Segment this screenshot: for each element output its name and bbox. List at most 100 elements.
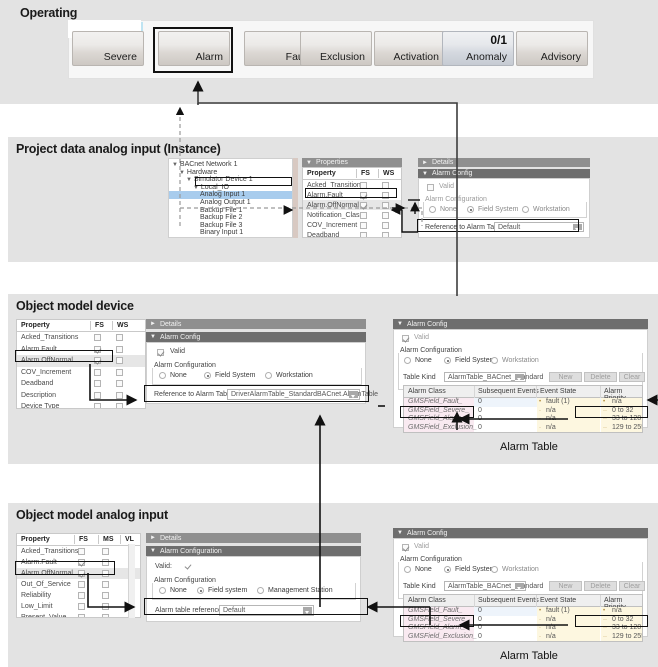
property-row[interactable]: Deadband [17, 378, 145, 390]
property-checkbox[interactable] [382, 212, 389, 219]
chevron-down-icon[interactable] [515, 583, 524, 590]
tree-item[interactable]: ▼ BACnet Network 1 [172, 161, 238, 168]
status-button-activation[interactable]: Activation [374, 31, 446, 66]
property-row[interactable]: Alarm.Fault [17, 557, 140, 568]
property-checkbox[interactable] [382, 232, 389, 237]
property-checkbox[interactable] [360, 202, 367, 209]
property-checkbox[interactable] [116, 391, 123, 399]
property-checkbox[interactable] [116, 380, 123, 387]
property-row[interactable]: Deadband [303, 230, 401, 237]
device-table-radio-workstation[interactable] [491, 357, 498, 364]
property-checkbox[interactable] [78, 548, 85, 555]
tree-expand-icon[interactable]: ▼ [186, 177, 192, 184]
property-checkbox[interactable] [116, 403, 123, 408]
property-checkbox[interactable] [78, 592, 85, 599]
property-checkbox[interactable] [78, 614, 85, 617]
property-row[interactable]: Out_Of_Service [17, 579, 140, 590]
analog-table-valid-checkbox[interactable] [402, 544, 409, 551]
analog-radio-none[interactable] [159, 587, 166, 594]
tree-expand-icon[interactable]: ▼ [179, 169, 185, 176]
property-row[interactable]: Low_Limit [17, 601, 140, 612]
property-row[interactable]: Present_Value [17, 612, 140, 617]
radio-none[interactable] [429, 206, 436, 213]
device-table-valid-checkbox[interactable] [402, 335, 409, 342]
property-row[interactable]: Acked_Transitions [17, 332, 145, 344]
property-row[interactable]: Acked_Transitions [17, 546, 140, 557]
status-button-severe[interactable]: Severe [72, 31, 144, 66]
alarm-table-row[interactable] [404, 607, 642, 616]
device-alarm-config-header[interactable]: ▼ Alarm Config [146, 332, 366, 342]
tree-scrollbar[interactable] [293, 158, 298, 238]
property-checkbox[interactable] [94, 345, 101, 353]
tree-item[interactable]: ▼ Simulator Device 1 [186, 176, 253, 184]
property-checkbox[interactable] [102, 581, 109, 588]
chevron-down-icon[interactable] [303, 607, 312, 614]
device-radio-field-system[interactable] [204, 372, 211, 379]
property-checkbox[interactable] [102, 559, 109, 566]
status-button-advisory[interactable]: Advisory [516, 31, 588, 66]
property-row[interactable]: Reliability [17, 590, 140, 601]
property-checkbox[interactable] [94, 334, 101, 341]
tree-item[interactable]: Analog Input 1 [200, 191, 246, 199]
property-checkbox[interactable] [360, 232, 367, 237]
alarm-table-row[interactable] [404, 406, 642, 416]
chevron-down-icon[interactable] [573, 224, 582, 231]
radio-field-system[interactable] [467, 206, 474, 213]
analog-delete-button[interactable]: Delete [584, 581, 617, 591]
property-checkbox[interactable] [94, 380, 101, 387]
device-table-radio-field-system[interactable] [444, 357, 451, 364]
analog-reference-combo[interactable]: Default [219, 605, 314, 616]
property-row[interactable]: COV_Increment [17, 367, 145, 379]
tree-item[interactable]: Backup File 1 [200, 206, 243, 214]
alarm-config-header[interactable]: ▼ Alarm Config [418, 169, 590, 178]
analog-radio-management-station[interactable] [257, 587, 264, 594]
device-clear-button[interactable]: Clear [619, 372, 645, 382]
alarm-table-row[interactable] [404, 615, 642, 625]
details-header[interactable]: ► Details [418, 158, 590, 167]
property-checkbox[interactable] [94, 391, 101, 399]
analog-radio-field-system[interactable] [197, 587, 204, 594]
valid-checkbox[interactable] [427, 184, 434, 191]
analog-valid-checkbox[interactable] [185, 563, 192, 570]
tree-item[interactable]: Analog Output 1 [200, 199, 251, 206]
property-checkbox[interactable] [94, 403, 101, 408]
device-table-kind-combo[interactable]: AlarmTable_BACnet_Standard [444, 372, 543, 382]
property-checkbox[interactable] [116, 334, 123, 341]
property-checkbox[interactable] [102, 548, 109, 555]
property-row[interactable]: Description [17, 390, 145, 402]
property-checkbox[interactable] [116, 368, 123, 376]
alarm-table-row[interactable] [404, 423, 642, 432]
property-checkbox[interactable] [78, 570, 85, 577]
property-checkbox[interactable] [360, 222, 367, 229]
device-new-button[interactable]: New [549, 372, 582, 382]
property-row[interactable]: Alarm.OffNormal [17, 355, 145, 367]
property-checkbox[interactable] [382, 192, 389, 199]
device-radio-workstation[interactable] [265, 372, 272, 379]
property-checkbox[interactable] [94, 368, 101, 376]
tree-item[interactable]: ▼ Hardware [179, 168, 218, 176]
analog-alarm-config-header[interactable]: ▼ Alarm Configuration [146, 546, 361, 556]
analog-table-radio-field-system[interactable] [444, 566, 451, 573]
analog-table-radio-none[interactable] [404, 566, 411, 573]
property-checkbox[interactable] [382, 222, 389, 229]
analog-properties-scrollbar[interactable] [128, 544, 135, 618]
property-checkbox[interactable] [102, 603, 109, 610]
property-checkbox[interactable] [360, 192, 367, 199]
property-checkbox[interactable] [78, 603, 85, 610]
property-checkbox[interactable] [382, 202, 389, 209]
tree-expand-icon[interactable]: ▼ [193, 184, 199, 191]
chevron-down-icon[interactable] [349, 391, 358, 398]
analog-details-header[interactable]: ► Details [146, 533, 361, 543]
alarm-table-row[interactable] [404, 398, 642, 407]
property-row[interactable]: COV_Increment [303, 220, 401, 230]
property-row[interactable]: Device Type [17, 401, 145, 408]
device-delete-button[interactable]: Delete [584, 372, 617, 382]
property-checkbox[interactable] [116, 357, 123, 364]
radio-workstation[interactable] [522, 206, 529, 213]
alarm-table-row[interactable] [404, 624, 642, 634]
status-button-alarm[interactable]: Alarm [158, 31, 230, 66]
property-checkbox[interactable] [94, 357, 101, 364]
